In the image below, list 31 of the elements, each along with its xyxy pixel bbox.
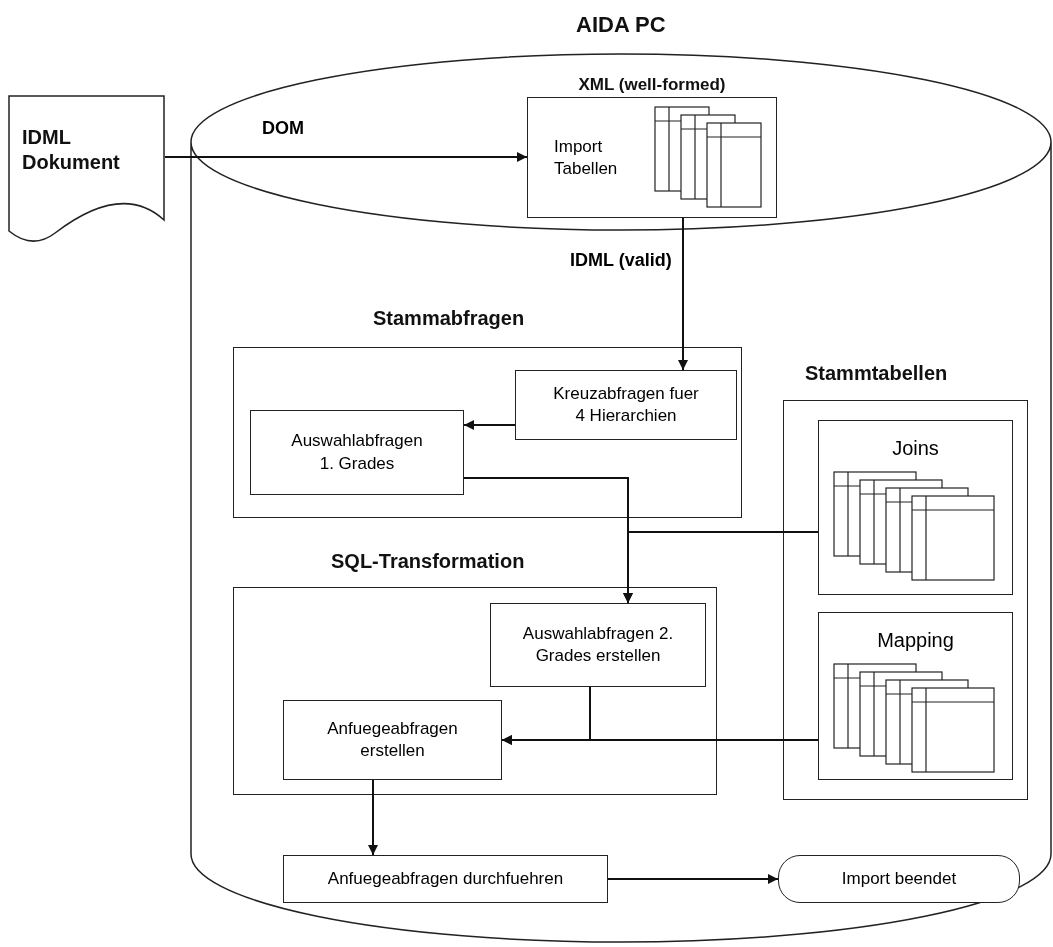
arrow bbox=[607, 874, 779, 884]
box-text: Kreuzabfragen fuer 4 Hierarchien bbox=[552, 382, 700, 427]
table-group-box bbox=[818, 612, 1013, 780]
box-heading: Mapping bbox=[877, 628, 954, 653]
arrow bbox=[368, 779, 378, 856]
arrow bbox=[164, 152, 528, 162]
box-text: Auswahlabfragen 2. Grades erstellen bbox=[521, 622, 675, 667]
arrow bbox=[501, 735, 819, 745]
box-text: Anfuegeabfragen erstellen bbox=[326, 717, 459, 762]
terminator-shape bbox=[778, 855, 1020, 903]
process-box bbox=[283, 855, 608, 903]
database-title: AIDA PC bbox=[576, 12, 666, 38]
box-text: Import Tabellen bbox=[554, 136, 619, 181]
process-box bbox=[283, 700, 502, 780]
group-heading: Stammtabellen bbox=[805, 362, 948, 385]
group-heading: Stammabfragen bbox=[373, 307, 525, 330]
box-text: Import beendet bbox=[841, 867, 957, 890]
box-text: Anfuegeabfragen durchfuehren bbox=[327, 867, 564, 890]
document-label: IDML Dokument bbox=[22, 125, 121, 175]
box-heading: XML (well-formed) bbox=[577, 74, 727, 96]
process-box bbox=[515, 370, 737, 440]
arrow bbox=[678, 217, 688, 371]
box-text: Auswahlabfragen 1. Grades bbox=[291, 430, 423, 475]
arrow bbox=[623, 531, 819, 604]
arrow bbox=[463, 420, 516, 430]
process-box bbox=[490, 603, 706, 687]
table-group-box bbox=[818, 420, 1013, 595]
process-box bbox=[250, 410, 464, 495]
edge-label: IDML (valid) bbox=[570, 250, 672, 271]
group-heading: SQL-Transformation bbox=[331, 550, 525, 573]
box-heading: Joins bbox=[892, 436, 939, 461]
